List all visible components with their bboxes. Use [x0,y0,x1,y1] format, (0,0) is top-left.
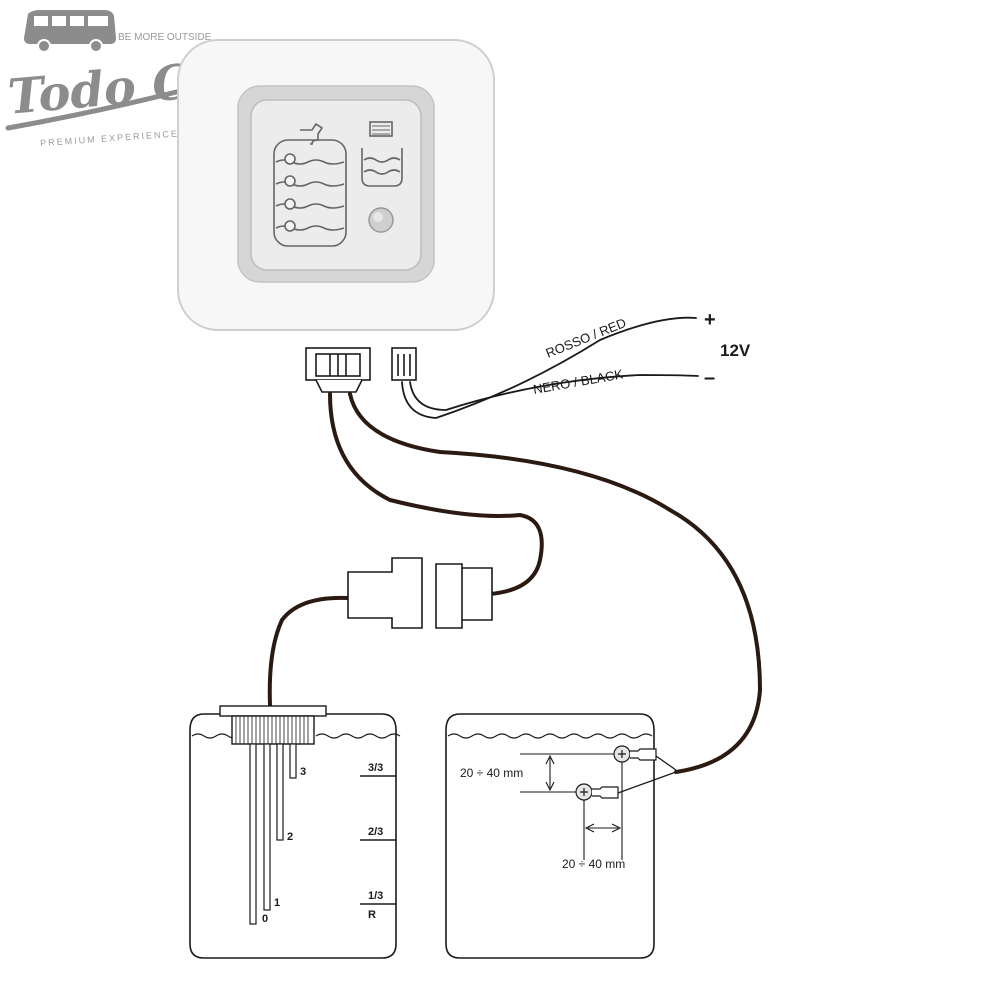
probe-rod-2 [276,743,284,841]
probe-rod-3 [289,743,297,779]
fresh-tank-outline [273,139,347,247]
fresh-water-indicator [273,122,347,247]
panel-face-inner [250,99,422,271]
probe-label-2: 2 [287,831,293,843]
led-level-1 [284,220,296,232]
level-reserve: R [368,909,376,921]
waste-water-indicator [361,121,403,187]
clean-probe-cable [267,595,350,707]
black-wire [409,374,699,411]
probe-rod-1 [263,743,271,911]
electrode-wires [617,755,677,794]
waste-tank-icon [361,148,403,187]
waste-symbol-icon [369,121,393,137]
waste-water-tank: 20 ÷ 40 mm 20 ÷ 40 mm [445,713,677,959]
waste-tank-cable [348,392,763,774]
probe-label-3: 3 [300,766,306,778]
probe-label-0: 0 [262,913,268,925]
led-level-2 [284,198,296,210]
van-icon [24,10,116,53]
power-labels: ROSSO / RED NERO / BLACK + – 12V [532,309,751,397]
connector-female [435,563,493,629]
vertical-dimension [520,753,614,793]
probe-label-1: 1 [274,897,280,909]
level-3-3: 3/3 [368,762,383,774]
red-wire-label: ROSSO / RED [544,315,629,361]
horizontal-dimension [583,762,623,860]
vertical-spacing-label: 20 ÷ 40 mm [460,766,523,780]
test-button-highlight [373,212,383,222]
clean-tank-body [189,713,397,959]
probe-head [219,705,327,717]
minus-terminal: – [704,367,715,389]
clean-water-tank: 3 2 1 0 3/3 2/3 1/3 R [189,705,401,959]
waste-tank-body [445,713,655,959]
control-panel [177,39,495,331]
logo-tagline: BE MORE OUTSIDE [118,32,212,43]
inline-connector [347,557,493,629]
connector-male [347,557,423,629]
plus-terminal: + [704,309,716,331]
level-marks [360,775,396,905]
voltage-label: 12V [720,341,751,360]
red-wire [401,316,697,419]
waste-water-surface [447,733,653,739]
level-2-3: 2/3 [368,826,383,838]
clean-tank-cable [328,392,544,596]
horizontal-spacing-label: 20 ÷ 40 mm [562,857,625,871]
wires [267,316,763,774]
probe-rod-0 [249,743,257,925]
probe-rods [249,743,297,925]
panel-connectors [305,347,417,393]
led-level-4 [284,153,296,165]
logo-subtitle: PREMIUM EXPERIENCES [40,128,187,148]
level-1-3: 1/3 [368,890,383,902]
power-connector [391,347,417,381]
led-level-3 [284,175,296,187]
